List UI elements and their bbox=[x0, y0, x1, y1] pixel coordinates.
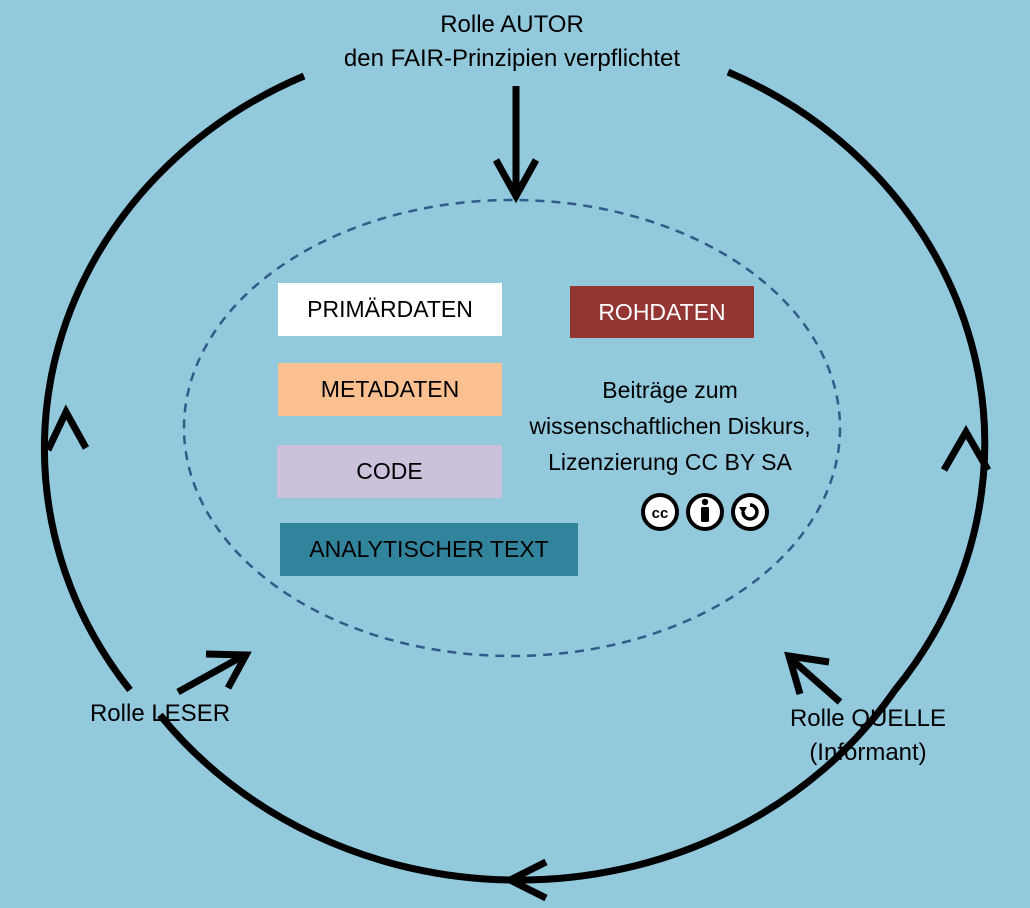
by-attribution-icon bbox=[686, 493, 724, 531]
role-author-subtitle: den FAIR-Prinzipien verpflichtet bbox=[343, 45, 681, 72]
box-metadata-label: METADATEN bbox=[320, 376, 460, 402]
box-analytic-text-label: ANALYTISCHER TEXT bbox=[309, 536, 549, 562]
cycle-arc-top-left bbox=[40, 72, 306, 693]
contribution-line-1: Beiträge zum bbox=[602, 377, 738, 403]
share-alike-icon bbox=[731, 493, 769, 531]
box-code-label: CODE bbox=[356, 458, 423, 484]
cycle-arrowhead-bottom bbox=[502, 858, 548, 902]
box-raw-data: ROHDATEN bbox=[570, 286, 754, 338]
source-arrow-shaft bbox=[787, 655, 843, 705]
svg-text:cc: cc bbox=[652, 505, 669, 522]
role-author-label: Rolle AUTOR den FAIR-Prinzipien verpflic… bbox=[312, 8, 712, 76]
source-arrow-head bbox=[784, 651, 830, 695]
box-metadata: METADATEN bbox=[278, 363, 502, 416]
reader-arrow-shaft bbox=[176, 652, 245, 696]
box-code: CODE bbox=[277, 445, 502, 498]
cycle-arrowhead-left bbox=[44, 404, 90, 452]
contribution-line-2: wissenschaftlichen Diskurs, bbox=[529, 413, 811, 439]
box-analytic-text: ANALYTISCHER TEXT bbox=[280, 523, 578, 576]
cc-icon: cc bbox=[641, 493, 679, 531]
contribution-line-3: Lizenzierung CC BY SA bbox=[548, 449, 792, 475]
reader-arrow-head bbox=[205, 650, 252, 690]
role-source-subtitle: (Informant) bbox=[809, 739, 927, 766]
box-primary-data: PRIMÄRDATEN bbox=[278, 283, 502, 336]
box-raw-data-label: ROHDATEN bbox=[598, 298, 726, 325]
cycle-arc-right bbox=[726, 68, 989, 693]
role-source-label: Rolle QUELLE (Informant) bbox=[768, 702, 968, 770]
role-reader-label: Rolle LESER bbox=[70, 697, 250, 731]
box-primary-data-label: PRIMÄRDATEN bbox=[307, 296, 473, 322]
role-author-title: Rolle AUTOR bbox=[440, 11, 584, 38]
role-reader-title: Rolle LESER bbox=[89, 700, 231, 727]
role-source-title: Rolle QUELLE bbox=[789, 705, 947, 732]
cycle-arc-bottom-left bbox=[157, 712, 511, 884]
contribution-text: Beiträge zum wissenschaftlichen Diskurs,… bbox=[490, 372, 850, 480]
author-arrow-head bbox=[492, 158, 540, 204]
data-scope-ellipse bbox=[182, 198, 842, 658]
cycle-arrowhead-right bbox=[940, 425, 992, 472]
cycle-arc-bottom-right bbox=[509, 688, 898, 884]
